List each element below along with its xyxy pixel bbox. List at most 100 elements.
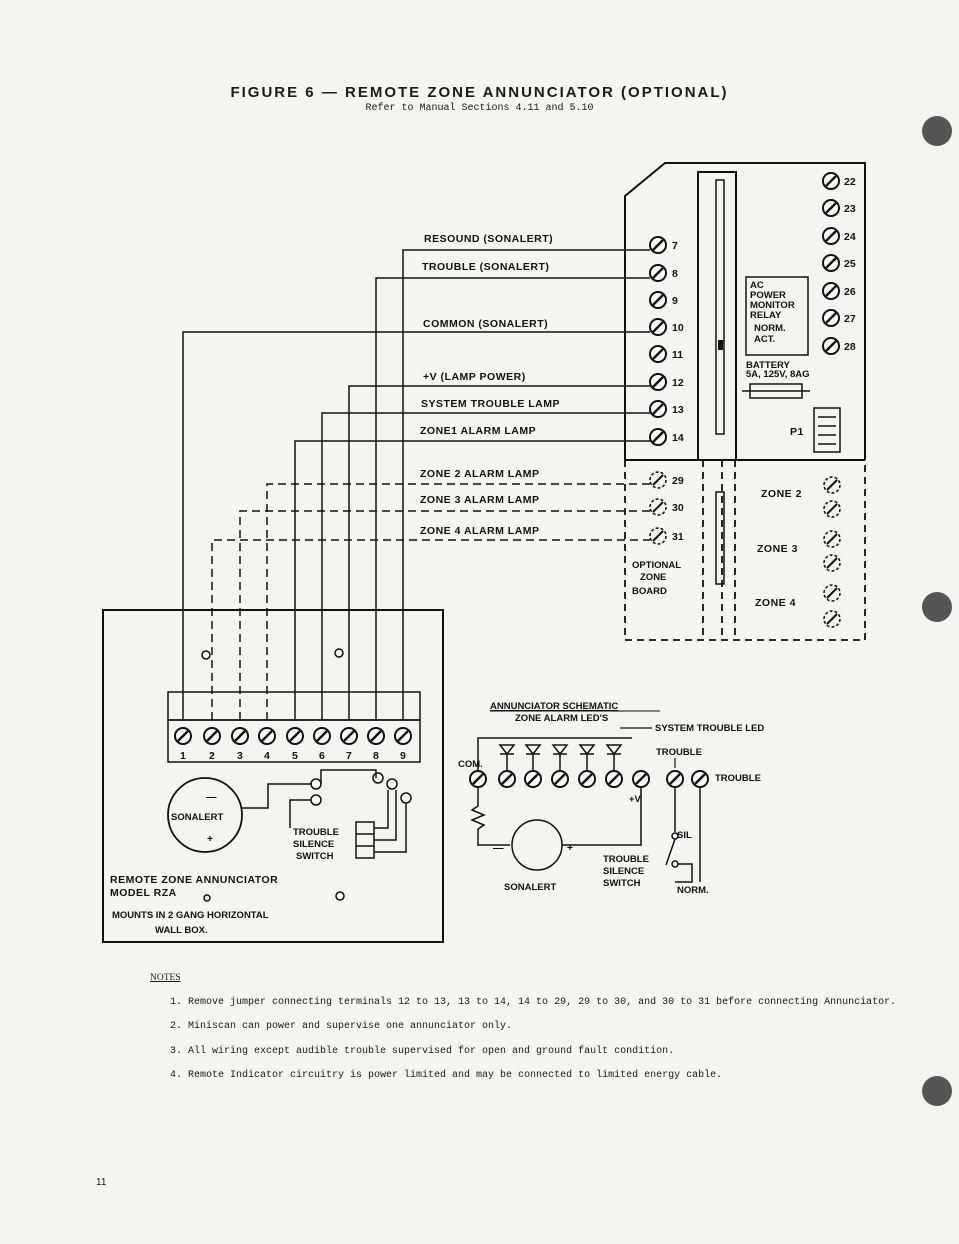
page-number: 11 — [96, 1177, 107, 1188]
sonalert-wiring — [242, 769, 412, 828]
wire-labels: RESOUND (SONALERT) TROUBLE (SONALERT) CO… — [420, 233, 560, 537]
svg-text:AC: AC — [750, 280, 764, 291]
zone-board-connector — [715, 491, 725, 585]
annunciator-box — [102, 609, 444, 943]
zone-terminals: ZONE 2 ZONE 3 ZONE 4 — [755, 476, 841, 628]
svg-text:SILENCE: SILENCE — [293, 839, 334, 850]
svg-text:BOARD: BOARD — [632, 586, 667, 597]
annunciator-terminal-number: 2 — [209, 750, 215, 762]
panel-terminal-numbers: 7 8 9 10 11 12 13 14 29 30 31 — [672, 240, 684, 543]
binder-hole-middle — [922, 592, 952, 622]
binder-hole-bottom — [922, 1076, 952, 1106]
sonalert-minus: — — [206, 791, 217, 803]
annunciator-terminal-number: 9 — [400, 750, 406, 762]
annunciator-model-label: REMOTE ZONE ANNUNCIATOR MODEL RZA — [110, 874, 278, 899]
svg-text:WALL BOX.: WALL BOX. — [155, 925, 208, 936]
svg-text:REMOTE ZONE ANNUNCIATOR: REMOTE ZONE ANNUNCIATOR — [110, 874, 278, 886]
control-panel — [624, 162, 866, 461]
annunciator-terminal-number: 8 — [373, 750, 379, 762]
panel-terminal-number: 29 — [672, 475, 684, 487]
trouble-top-label: TROUBLE — [656, 747, 702, 758]
annunciator-terminal-number: 4 — [264, 750, 270, 762]
wire-label: TROUBLE (SONALERT) — [422, 261, 549, 273]
trouble-right-label: TROUBLE — [715, 773, 761, 784]
annunciator-schematic: ANNUNCIATOR SCHEMATIC ZONE ALARM LED'S S… — [458, 701, 764, 896]
fuse-rating: 5A, 125V, 8AG — [746, 369, 810, 380]
schematic-switch-label: SILENCE — [603, 866, 644, 877]
svg-text:MODEL RZA: MODEL RZA — [110, 887, 177, 899]
sonalert-label: SONALERT — [171, 812, 223, 823]
right-terminal-number: 26 — [844, 286, 856, 298]
note-item: 4. Remote Indicator circuitry is power l… — [170, 1070, 723, 1081]
wiring — [182, 249, 650, 720]
right-terminal-number: 25 — [844, 258, 856, 270]
system-trouble-led-label: SYSTEM TROUBLE LED — [655, 723, 764, 734]
note-item: 2. Miniscan can power and supervise one … — [170, 1021, 513, 1032]
wire-label: SYSTEM TROUBLE LAMP — [421, 398, 560, 410]
right-terminal-block: 22 23 24 25 26 27 28 — [821, 171, 856, 356]
zone-label: ZONE 3 — [757, 543, 798, 555]
zone-label: ZONE 4 — [755, 597, 796, 609]
note-item: 3. All wiring except audible trouble sup… — [170, 1046, 675, 1057]
svg-text:NORM.: NORM. — [754, 323, 786, 334]
zone-label: ZONE 2 — [761, 488, 802, 500]
annunciator-terminal-number: 6 — [319, 750, 325, 762]
svg-text:SWITCH: SWITCH — [296, 851, 334, 862]
sil-label: SIL — [677, 830, 692, 841]
svg-text:RELAY: RELAY — [750, 310, 782, 321]
panel-terminal-number: 13 — [672, 404, 684, 416]
wire-label: ZONE 3 ALARM LAMP — [420, 494, 540, 506]
schematic-switch-label: SWITCH — [603, 878, 641, 889]
panel-terminal-block — [648, 235, 668, 545]
schematic-switch-label: TROUBLE — [603, 854, 649, 865]
zone-leds-label: ZONE ALARM LED'S — [515, 713, 608, 724]
schematic-title: ANNUNCIATOR SCHEMATIC — [490, 701, 618, 712]
svg-text:ACT.: ACT. — [754, 334, 775, 345]
mounting-note: MOUNTS IN 2 GANG HORIZONTAL WALL BOX. — [112, 910, 269, 936]
optional-wiring — [211, 483, 650, 720]
svg-text:MOUNTS IN 2 GANG HORIZONTAL: MOUNTS IN 2 GANG HORIZONTAL — [112, 910, 269, 921]
box-switch-label: TROUBLE SILENCE SWITCH — [293, 827, 339, 862]
right-terminal-number: 22 — [844, 176, 856, 188]
schematic-sonalert-label: SONALERT — [504, 882, 556, 893]
note-item: 1. Remove jumper connecting terminals 12… — [170, 997, 897, 1008]
panel-terminal-number: 7 — [672, 240, 678, 252]
notes-heading: NOTES — [150, 973, 181, 983]
com-label: COM. — [458, 759, 483, 770]
annunciator-terminal-number: 5 — [292, 750, 298, 762]
schematic-plus: + — [567, 842, 574, 854]
schematic-minus: — — [493, 842, 504, 854]
svg-text:OPTIONAL: OPTIONAL — [632, 560, 681, 571]
wire-label: COMMON (SONALERT) — [423, 318, 548, 330]
p1-label: P1 — [790, 426, 804, 438]
right-terminal-number: 23 — [844, 203, 856, 215]
panel-terminal-number: 8 — [672, 268, 678, 280]
plus-v-label: +V — [629, 794, 642, 805]
panel-terminal-number: 11 — [672, 349, 683, 361]
optional-zone-board — [624, 460, 866, 641]
battery-label: BATTERY — [746, 360, 790, 371]
svg-text:MONITOR: MONITOR — [750, 300, 795, 311]
panel-terminal-number: 30 — [672, 502, 684, 514]
svg-text:ZONE: ZONE — [640, 572, 666, 583]
annunciator-terminals: 1 2 3 4 5 6 7 8 9 — [173, 726, 413, 762]
panel-terminal-number: 31 — [672, 531, 684, 543]
panel-terminal-number: 10 — [672, 322, 684, 334]
right-terminal-number: 24 — [844, 231, 856, 243]
wire-label: +V (LAMP POWER) — [423, 371, 526, 383]
figure-title: FIGURE 6 — REMOTE ZONE ANNUNCIATOR (OPTI… — [230, 84, 729, 101]
wire-label: ZONE 2 ALARM LAMP — [420, 468, 540, 480]
figure-subtitle: Refer to Manual Sections 4.11 and 5.10 — [365, 103, 594, 114]
binder-hole-top — [922, 116, 952, 146]
svg-text:TROUBLE: TROUBLE — [293, 827, 339, 838]
right-terminal-number: 28 — [844, 341, 856, 353]
right-terminal-number: 27 — [844, 313, 856, 325]
wire-label: ZONE 4 ALARM LAMP — [420, 525, 540, 537]
panel-terminal-number: 14 — [672, 432, 684, 444]
annunciator-terminal-number: 7 — [346, 750, 352, 762]
annunciator-terminal-number: 3 — [237, 750, 243, 762]
norm-label: NORM. — [677, 885, 709, 896]
relay-label: AC POWER MONITOR RELAY NORM. ACT. — [750, 280, 795, 345]
